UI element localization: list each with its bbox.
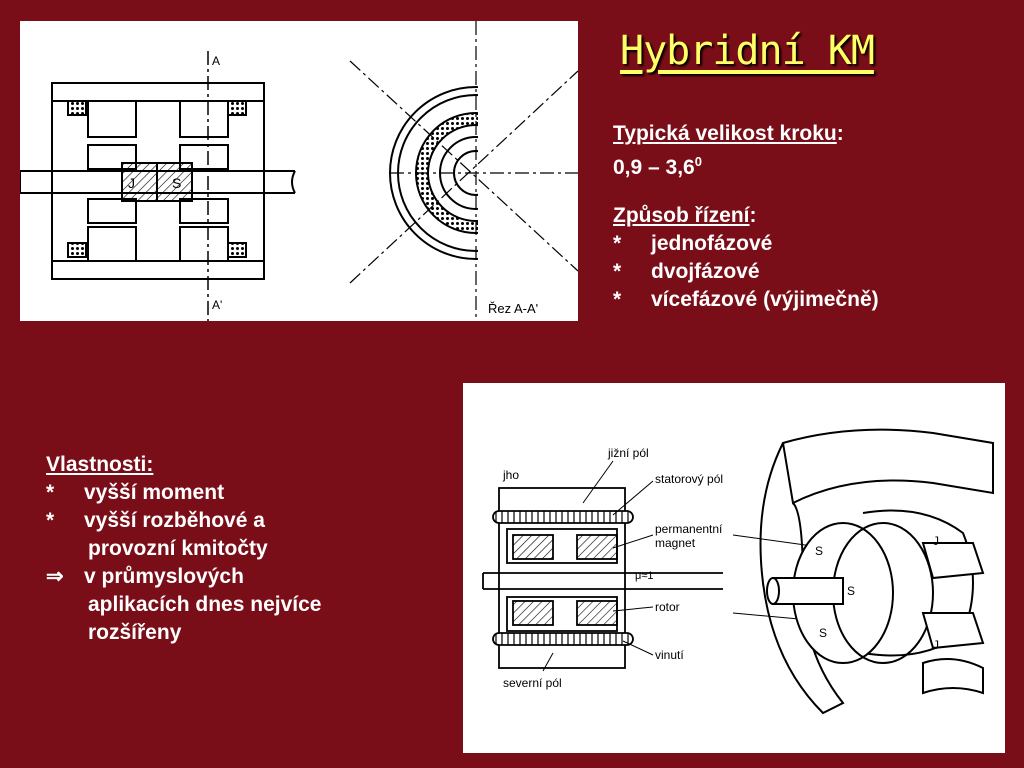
property-text-cont: provozní kmitočty bbox=[88, 537, 268, 560]
control-item: * vícefázové (výjimečně) bbox=[613, 286, 1013, 314]
label-statorovy-pol: statorový pól bbox=[655, 472, 723, 486]
degree-sup: 0 bbox=[694, 154, 702, 169]
label-permanentni: permanentní bbox=[655, 522, 723, 536]
property-item: * vyšší moment bbox=[46, 479, 456, 507]
longitudinal-section bbox=[482, 487, 723, 669]
label-jho: jho bbox=[502, 468, 519, 482]
label-magnet: magnet bbox=[655, 536, 696, 550]
top-drawing-svg: J S A A' Řez A-A' bbox=[20, 21, 578, 321]
control-item-text: vícefázové (výjimečně) bbox=[651, 288, 879, 311]
bullet-mark: * bbox=[613, 260, 622, 283]
label-s-2: S bbox=[847, 584, 855, 598]
control-item-text: jednofázové bbox=[651, 232, 773, 255]
label-rotor: rotor bbox=[655, 600, 680, 614]
label-j-1: J bbox=[933, 534, 939, 548]
top-technical-drawing: J S A A' Řez A-A' bbox=[20, 21, 578, 321]
control-item-text: dvojfázové bbox=[651, 260, 760, 283]
properties-label: Vlastnosti: bbox=[46, 453, 154, 476]
cross-section-view bbox=[20, 82, 296, 280]
property-item: ⇒ v průmyslových bbox=[46, 563, 456, 591]
bullet-mark: * bbox=[46, 481, 55, 504]
control-item: * dvojfázové bbox=[613, 258, 1013, 286]
label-a: A bbox=[212, 54, 220, 68]
properties-block: Vlastnosti: * vyšší moment * vyšší rozběho… bbox=[46, 451, 456, 647]
label-jizni-pol: jižní pól bbox=[607, 446, 649, 460]
label-s-1: S bbox=[815, 544, 823, 558]
bullet-mark: * bbox=[613, 288, 622, 311]
label-severni-pol: severní pól bbox=[503, 676, 562, 690]
label-s: S bbox=[172, 175, 181, 191]
control-colon: : bbox=[749, 204, 757, 227]
label-mu: μ≈1 bbox=[635, 570, 654, 582]
control-label: Způsob řízení bbox=[613, 204, 750, 227]
control-item: * jednofázové bbox=[613, 230, 1013, 258]
step-size-block: Typická velikost kroku: 0,9 – 3,60 bbox=[613, 120, 1013, 182]
section-label: Řez A-A' bbox=[488, 301, 538, 316]
implies-arrow-icon: ⇒ bbox=[46, 565, 64, 588]
property-text: vyšší rozběhové a bbox=[84, 509, 265, 532]
page-title: Hybridní KM bbox=[620, 28, 875, 74]
bottom-drawing-svg: jho jižní pól statorový pól permanentní … bbox=[482, 428, 994, 715]
property-item: * vyšší rozběhové a bbox=[46, 507, 456, 535]
perspective-motor bbox=[759, 428, 994, 715]
center-lines bbox=[349, 21, 578, 321]
bottom-technical-drawing: jho jižní pól statorový pól permanentní … bbox=[463, 383, 1005, 753]
step-size-label: Typická velikost kroku bbox=[613, 122, 837, 145]
property-text-cont: rozšířeny bbox=[88, 621, 182, 644]
step-size-colon: : bbox=[836, 122, 844, 145]
control-block: Způsob řízení: *jednofázové *dvojfázové … bbox=[613, 202, 1013, 314]
step-size-value: 0,9 – 3,6 bbox=[613, 156, 695, 179]
label-j: J bbox=[128, 175, 135, 191]
bullet-mark: * bbox=[46, 509, 55, 532]
label-a-prime: A' bbox=[212, 298, 222, 312]
bullet-mark: * bbox=[613, 232, 622, 255]
label-j-2: J bbox=[933, 638, 939, 652]
property-text-cont: aplikacích dnes nejvíce bbox=[88, 593, 322, 616]
property-text: vyšší moment bbox=[84, 481, 225, 504]
label-s-3: S bbox=[819, 626, 827, 640]
label-vinuti: vinutí bbox=[655, 648, 684, 662]
property-text: v průmyslových bbox=[84, 565, 244, 588]
